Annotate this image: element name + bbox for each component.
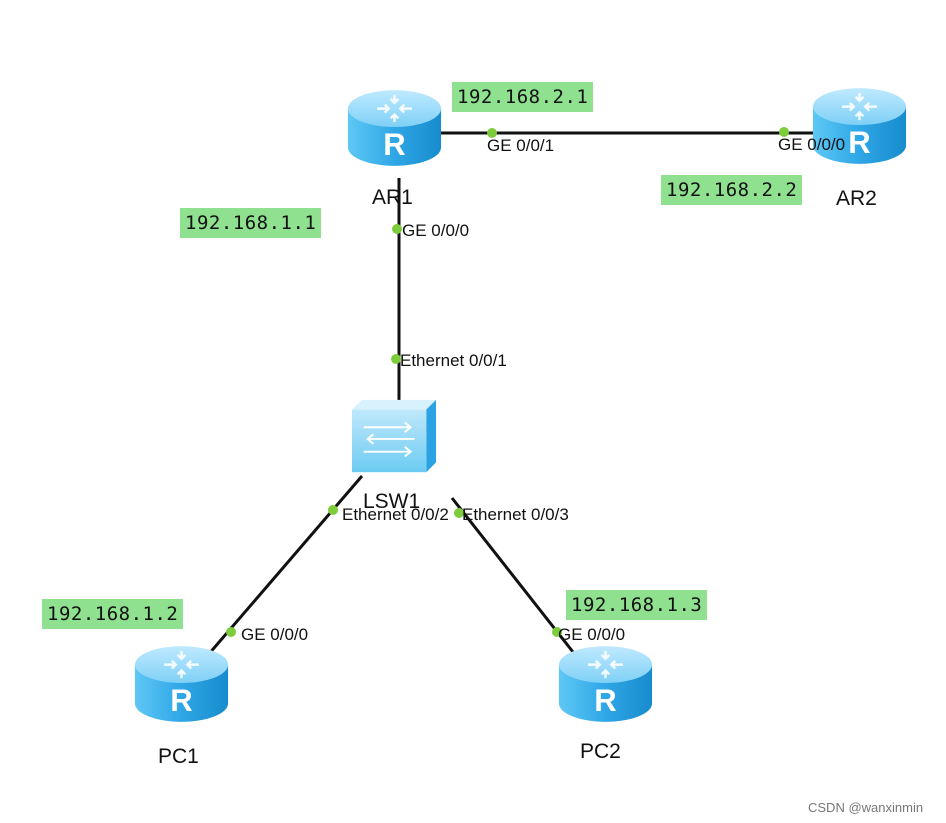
port-dot	[487, 128, 497, 138]
port-dot	[779, 127, 789, 137]
device-name-pc2: PC2	[580, 740, 621, 763]
port-dot	[392, 224, 402, 234]
port-label-ar2-ge000: GE 0/0/0	[778, 135, 846, 154]
watermark: CSDN @wanxinmin	[808, 800, 924, 815]
ip-label-ar1-ge000: 192.168.1.1	[180, 208, 322, 238]
port-label-lsw1-eth002: Ethernet 0/0/2	[342, 505, 449, 524]
router-icon[interactable]	[133, 644, 230, 724]
device-name-pc1: PC1	[158, 745, 199, 768]
port-label-pc1-ge000: GE 0/0/0	[241, 625, 309, 644]
port-dot	[454, 508, 464, 518]
ip-label-pc1: 192.168.1.2	[42, 599, 184, 629]
port-dot	[328, 505, 338, 515]
port-label-pc2-ge000: GE 0/0/0	[558, 625, 626, 644]
ip-label-pc2: 192.168.1.3	[566, 590, 708, 620]
router-icon[interactable]	[557, 644, 654, 724]
port-dot	[552, 627, 562, 637]
switch-icon[interactable]	[350, 398, 438, 474]
device-name-ar1: AR1	[372, 186, 413, 209]
link-lsw1-pc1	[206, 475, 364, 656]
port-dot	[391, 354, 401, 364]
router-icon[interactable]	[346, 88, 443, 168]
port-label-ar1-ge001: GE 0/0/1	[487, 136, 555, 155]
port-dot	[226, 627, 236, 637]
port-label-lsw1-eth003: Ethernet 0/0/3	[462, 505, 569, 524]
ip-label-ar2-ge000: 192.168.2.2	[661, 175, 803, 205]
device-name-lsw1: LSW1	[363, 490, 421, 513]
port-label-ar1-ge000: GE 0/0/0	[402, 221, 470, 240]
ip-label-ar1-ge001: 192.168.2.1	[452, 82, 594, 112]
link-lsw1-pc2	[450, 497, 575, 653]
device-name-ar2: AR2	[836, 187, 877, 210]
port-label-lsw1-eth001: Ethernet 0/0/1	[400, 351, 507, 370]
